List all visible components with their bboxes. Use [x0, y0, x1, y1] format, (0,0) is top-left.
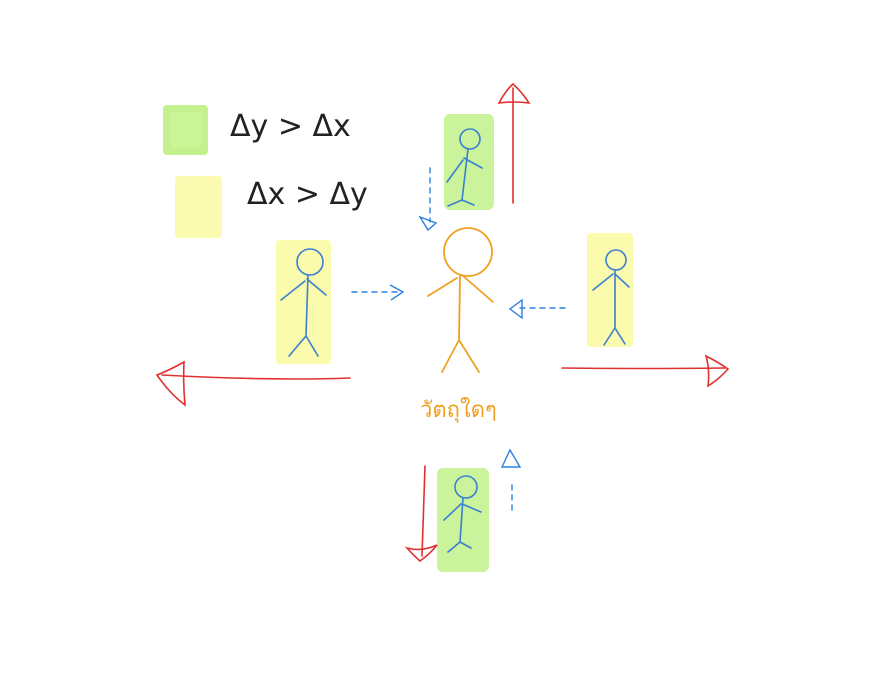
legend-label-horizontal: Δx > Δy: [247, 177, 368, 212]
figure-top: [446, 128, 483, 207]
zone-top: [444, 114, 494, 210]
central-object-label: วัตถุใดๆ: [420, 397, 497, 423]
approach-arrowheads: [389, 215, 523, 468]
arrow-up: [497, 82, 531, 204]
arrow-left: [155, 360, 351, 407]
zone-right: [587, 233, 633, 347]
legend-label-vertical: Δy > Δx: [230, 109, 351, 144]
approach-arrows: [351, 167, 566, 513]
central-object: [427, 227, 494, 373]
figure-bottom: [443, 475, 482, 553]
stick-figures: [280, 128, 630, 553]
legend-swatch-horizontal: [175, 176, 222, 238]
arrow-right: [561, 354, 730, 388]
figure-left: [280, 248, 327, 357]
zone-left: [276, 240, 331, 364]
legend: Δy > Δx Δx > Δy: [163, 105, 368, 238]
zone-highlights: [276, 114, 633, 572]
arrow-down: [404, 465, 438, 563]
axis-arrows: [155, 82, 730, 563]
zone-bottom: [437, 468, 489, 572]
figure-right: [592, 249, 630, 346]
